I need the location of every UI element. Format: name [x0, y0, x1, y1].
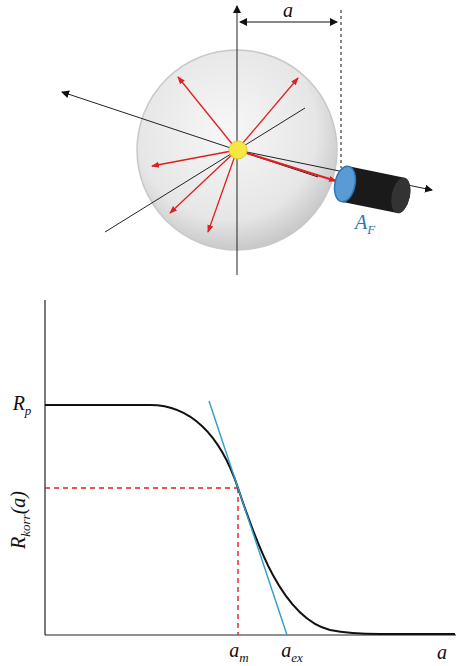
detector — [332, 164, 414, 215]
area-label: AF — [355, 212, 375, 236]
subscript: p — [25, 403, 32, 418]
dimension-label: a — [283, 0, 293, 20]
subscript: korr — [18, 514, 33, 536]
tick-label: am — [229, 640, 248, 664]
symbol: a — [281, 639, 291, 661]
axes — [62, 6, 432, 275]
symbol: R — [13, 392, 25, 414]
source-dot — [229, 141, 247, 159]
symbol: A — [355, 211, 367, 233]
curve — [45, 405, 455, 634]
subscript: F — [367, 222, 375, 237]
axis-label: a — [437, 642, 447, 662]
dimension-line — [240, 10, 341, 168]
subscript: ex — [291, 650, 303, 665]
symbol: (a) — [7, 491, 29, 514]
chart-axes — [45, 300, 456, 635]
tangent-line — [209, 401, 287, 635]
guide-lines — [45, 488, 238, 635]
symbol: a — [283, 0, 293, 21]
axis-value: Rp — [13, 393, 32, 417]
tick-label: aex — [281, 640, 303, 664]
emission-arrows — [152, 77, 336, 232]
symbol: a — [437, 641, 447, 663]
symbol: a — [229, 639, 239, 661]
symbol: R — [7, 537, 29, 549]
subscript: m — [239, 650, 248, 665]
axis-title: Rkorr(a) — [8, 491, 32, 549]
